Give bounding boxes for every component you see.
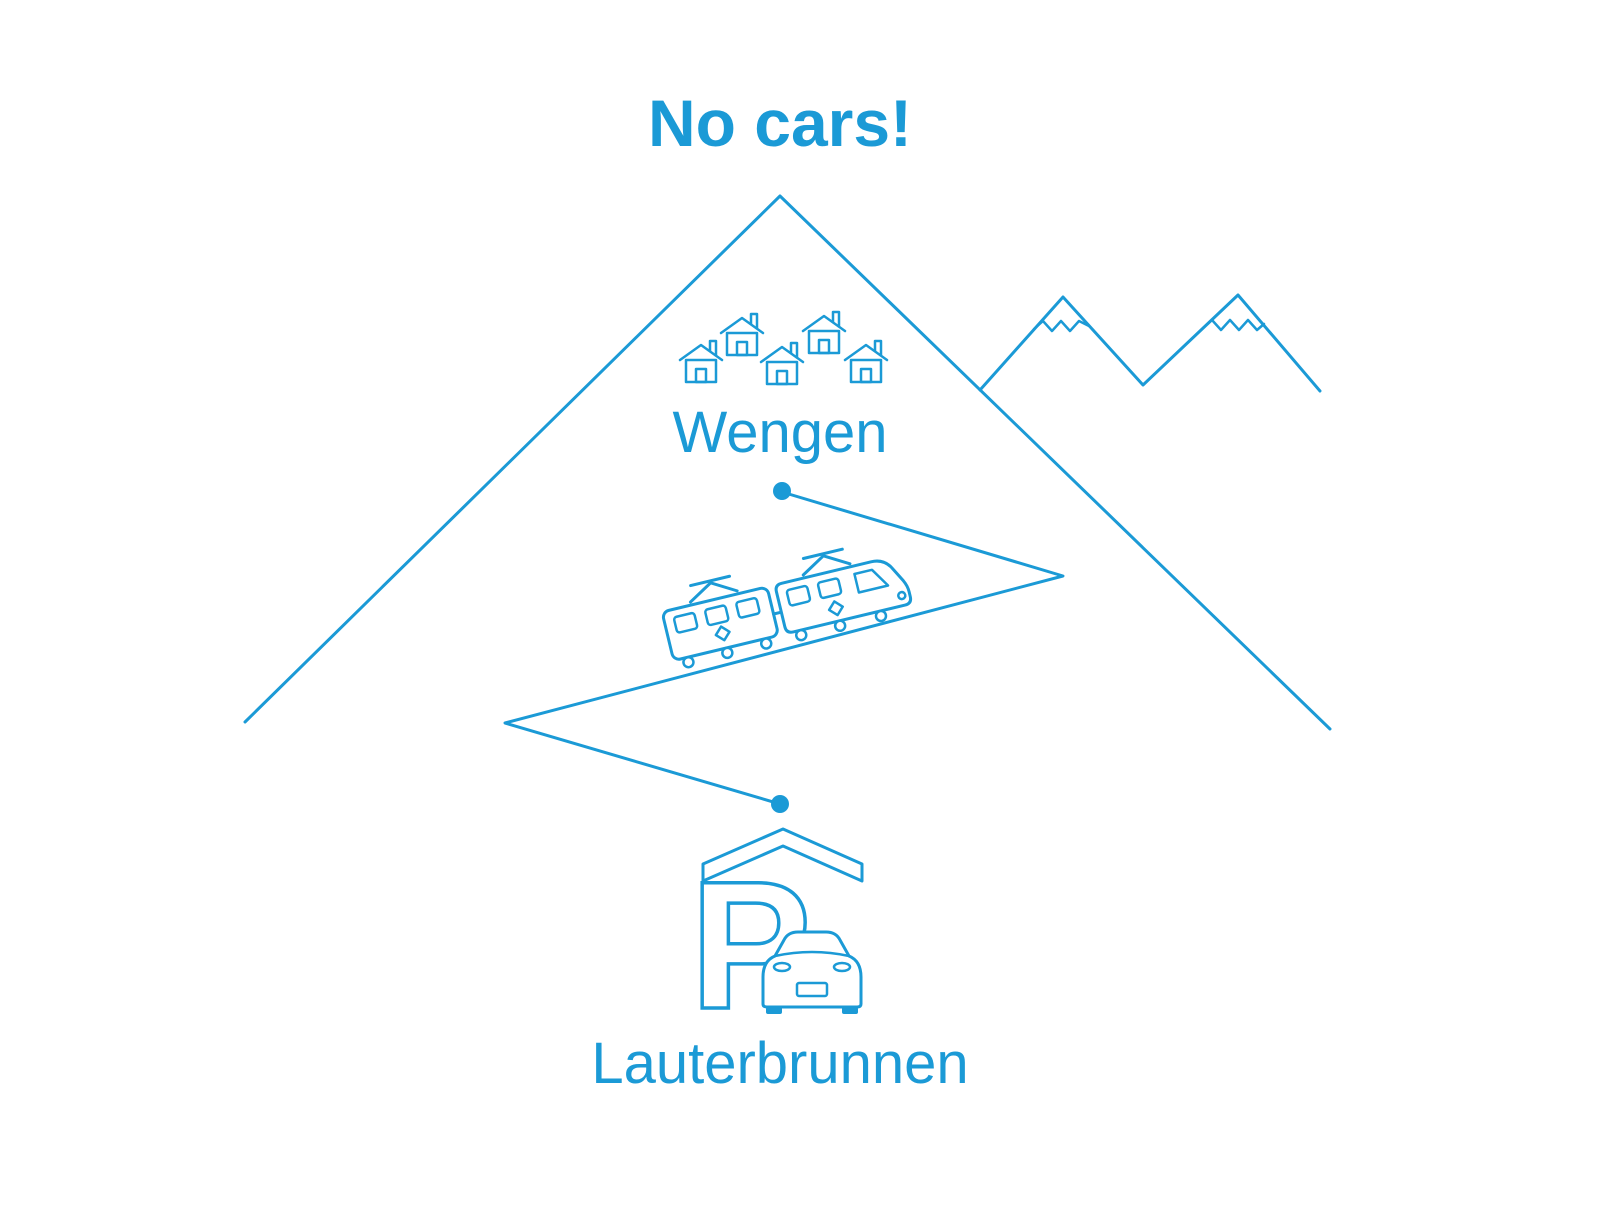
lauterbrunnen-label: Lauterbrunnen xyxy=(591,1031,968,1096)
mountain-icon xyxy=(243,194,1332,731)
snowy-peaks-icon xyxy=(978,293,1322,393)
cog-railway-train-icon xyxy=(661,547,913,669)
wengen-label: Wengen xyxy=(673,400,888,465)
house-icon xyxy=(759,341,805,386)
zigzag-railway-line xyxy=(503,490,1065,806)
covered-parking-icon: P xyxy=(688,827,864,1049)
train-rear-carriage xyxy=(661,574,779,669)
house-icon xyxy=(843,339,889,384)
diagram-title: No cars! xyxy=(648,86,912,160)
garage-roof xyxy=(701,827,864,883)
house-icon xyxy=(678,339,724,384)
train-front-carriage xyxy=(774,547,913,642)
house-icon xyxy=(719,312,765,357)
village-houses xyxy=(678,310,889,386)
lauterbrunnen-station-dot xyxy=(771,795,789,813)
house-icon xyxy=(801,310,847,355)
car-icon xyxy=(761,930,863,1014)
wengen-station-dot xyxy=(773,482,791,500)
